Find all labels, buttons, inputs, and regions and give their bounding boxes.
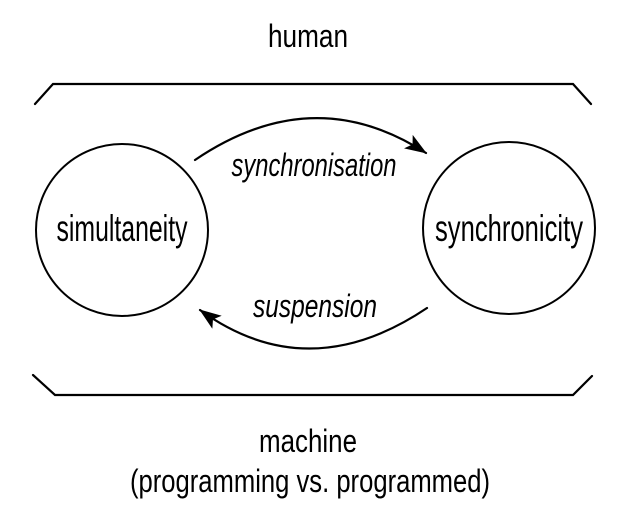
synchronisation-arrow: [193, 117, 428, 162]
human-domain-label: human: [268, 18, 348, 54]
simultaneity-node-circle: [35, 143, 209, 317]
machine-domain-label: machine: [259, 423, 357, 459]
machine-domain-sublabel: (programming vs. programmed): [130, 463, 490, 499]
synchronicity-node-circle: [422, 141, 596, 315]
top-brace: [33, 82, 593, 106]
bottom-brace: [31, 373, 594, 397]
synchronisation-arrow-label: synchronisation: [232, 147, 397, 183]
suspension-arrow-label: suspension: [253, 288, 377, 324]
suspension-arrow: [198, 306, 429, 350]
simultaneity-node-label: simultaneity: [57, 208, 188, 249]
synchronicity-node-label: synchronicity: [435, 208, 583, 249]
